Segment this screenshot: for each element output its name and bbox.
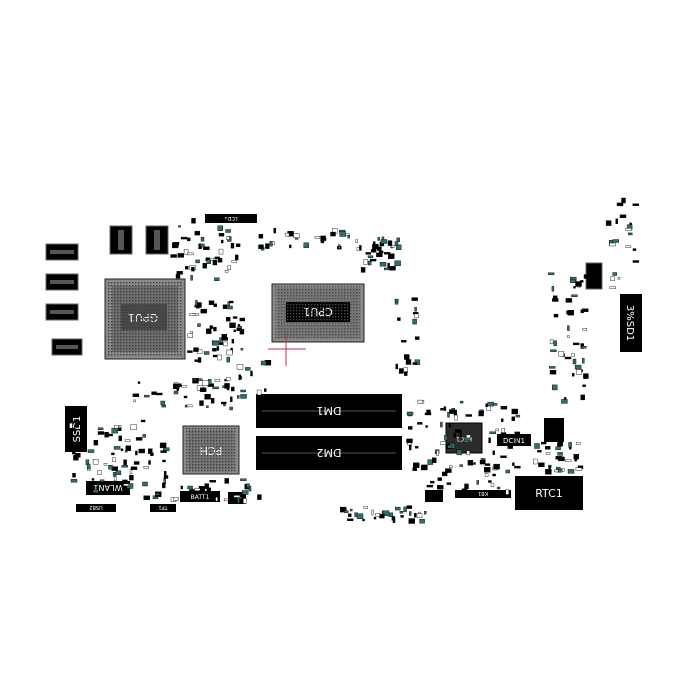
battery-connector-label: BATT1 [191, 494, 210, 501]
usb-connector[interactable]: USB2 [76, 504, 116, 512]
wlan-connector-label: WLAN1 [93, 483, 122, 492]
dimm-slot-2-label: DM2 [317, 446, 342, 459]
kb-connector-label: KB1 [478, 490, 488, 496]
ssd-connector-1-label: SSD1 [72, 416, 83, 443]
gpu-label: GPU1 [128, 311, 158, 324]
usb-connector-label: USB2 [89, 504, 102, 510]
dc-in-connector[interactable]: DCIN1 [497, 434, 531, 446]
battery-connector[interactable]: BATT1 [180, 491, 220, 502]
wlan-connector[interactable]: WLAN1 [86, 481, 130, 495]
passive-components [69, 197, 640, 524]
dc-in-connector-label: DCIN1 [503, 437, 525, 445]
kbc-chip-label: KBC1 [456, 435, 472, 442]
ssd-connector-1[interactable]: SSD1 [65, 406, 87, 452]
kb-connector[interactable]: KB1 [455, 490, 511, 498]
cpu-label: CPU1 [303, 305, 332, 318]
rtc-battery-label: RTC1 [535, 487, 563, 500]
touchpad-connector[interactable]: TP1 [150, 504, 176, 512]
dimm-slot-1[interactable]: DM1 [256, 394, 402, 428]
dimm-slot-1-label: DM1 [317, 404, 342, 417]
ssd-connector-2-label: 3%SD1 [624, 305, 635, 341]
ssd-connector-2[interactable]: 3%SD1 [620, 294, 642, 352]
lcd-connector[interactable]: LCD1 [205, 214, 257, 223]
rtc-battery[interactable]: RTC1 [515, 476, 583, 510]
dimm-slot-2[interactable]: DM2 [256, 436, 402, 470]
probe-marker [268, 333, 306, 366]
lcd-connector-label: LCD1 [224, 215, 237, 221]
touchpad-connector-label: TP1 [158, 504, 168, 510]
